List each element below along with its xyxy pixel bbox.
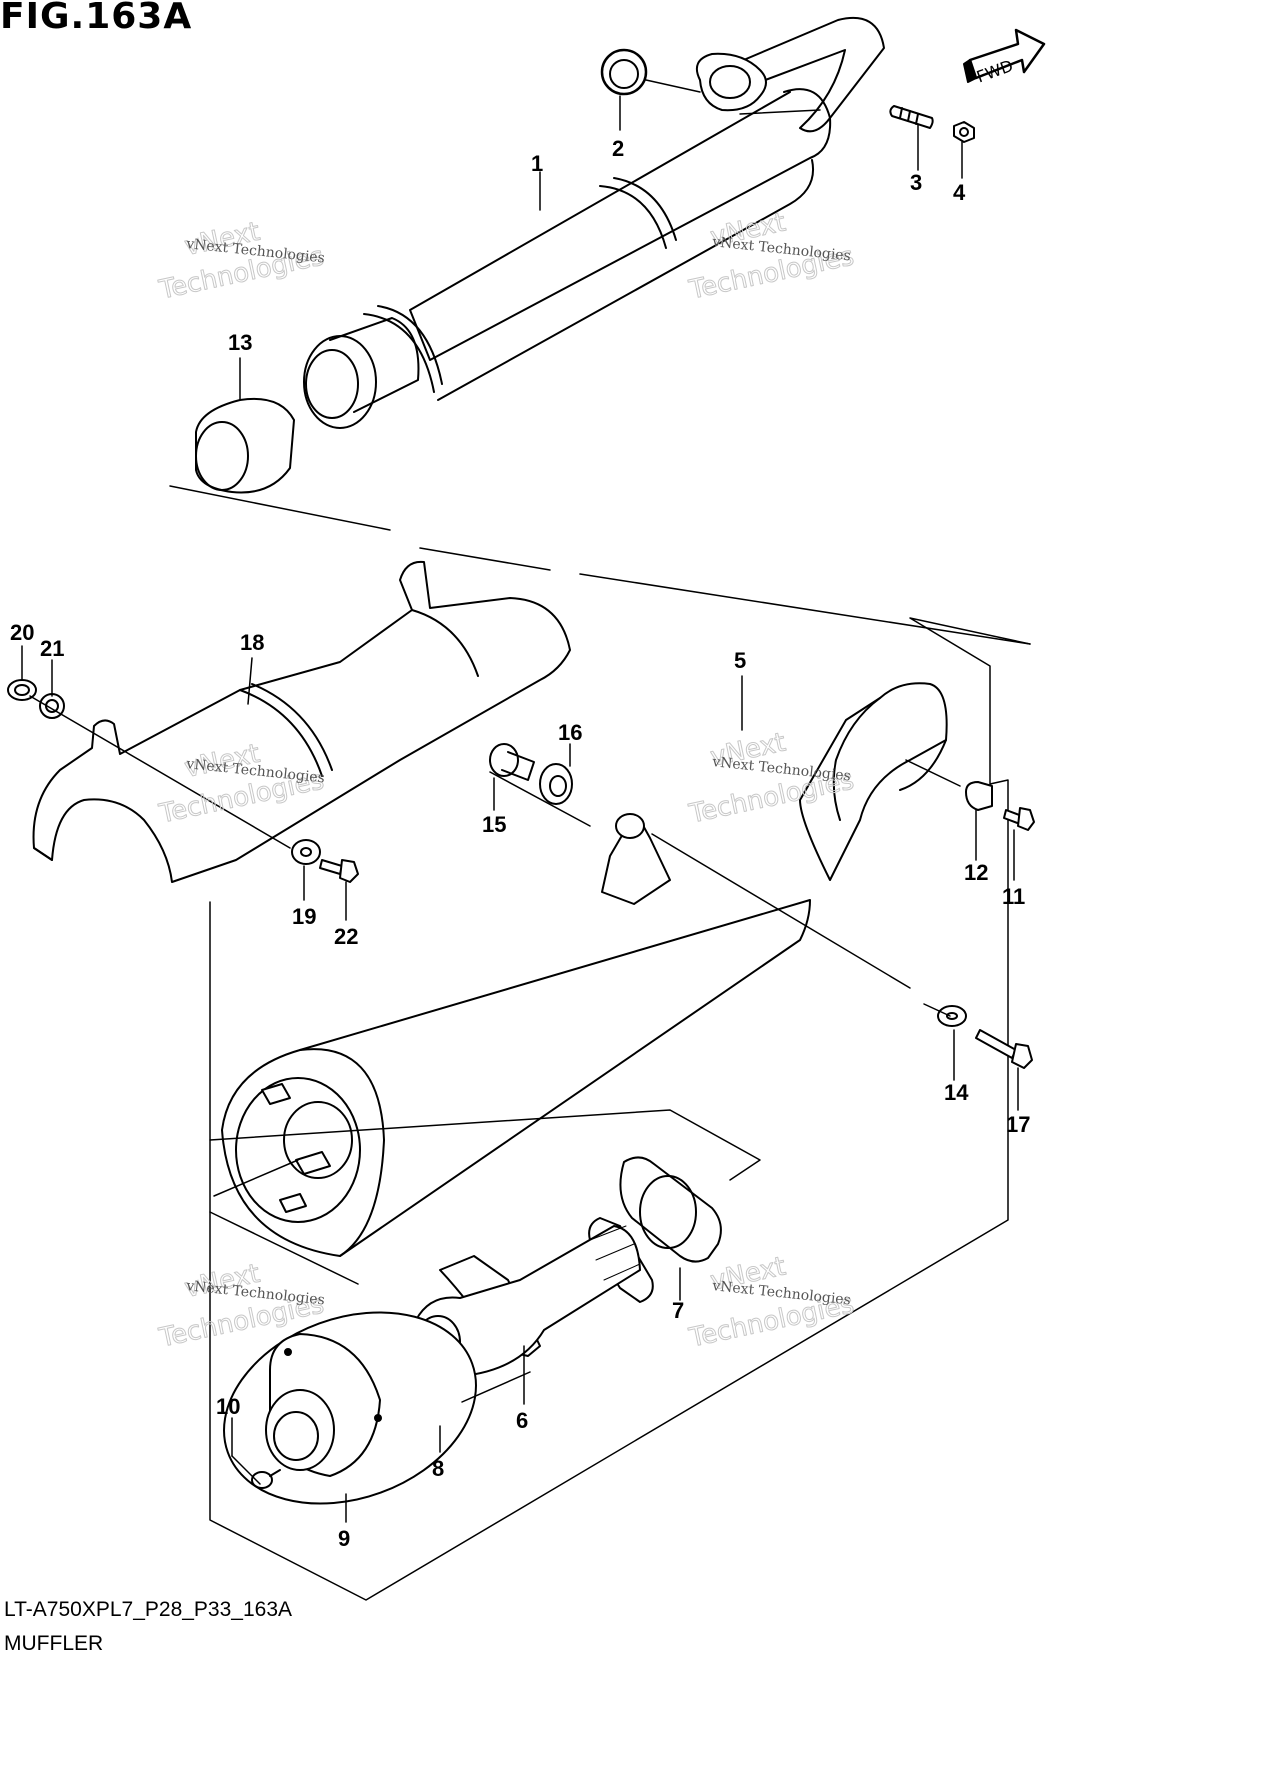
- assembly-lines: [29, 79, 1031, 1485]
- part-15-collar-bolt: [489, 743, 535, 781]
- part-10-screw: [251, 1469, 281, 1489]
- part-16-grommet: [539, 763, 573, 805]
- callout-6: 6: [516, 1408, 528, 1433]
- figure-title: FIG.163A: [0, 0, 193, 37]
- callout-12: 12: [964, 860, 988, 885]
- callout-5: 5: [734, 648, 746, 673]
- callout-10: 10: [216, 1394, 240, 1419]
- callout-4: 4: [953, 180, 966, 205]
- part-6-spark-arrester: [415, 1217, 654, 1377]
- callout-18: 18: [240, 630, 264, 655]
- callout-8: 8: [432, 1456, 444, 1481]
- part-4-nut: [953, 121, 975, 143]
- callout-15: 15: [482, 812, 506, 837]
- callout-1: 1: [531, 151, 543, 176]
- figure-name: MUFFLER: [4, 1632, 104, 1655]
- callout-21: 21: [40, 636, 64, 661]
- part-5-muffler: [209, 617, 1031, 1601]
- part-22-bolt: [319, 859, 359, 883]
- watermark-bottom-right: vNext Technologies vNext Technologies: [685, 1251, 857, 1354]
- watermark-top-left: vNext Technologies vNext Technologies: [155, 216, 327, 306]
- part-7-gasket: [619, 1156, 722, 1263]
- part-2-gasket: [600, 48, 648, 96]
- part-11-bolt: [1003, 807, 1035, 831]
- callout-leaders: [21, 95, 1019, 1523]
- watermark-top-right: vNext Technologies vNext Technologies: [685, 207, 857, 306]
- callout-7: 7: [672, 1298, 684, 1323]
- callout-22: 22: [334, 924, 358, 949]
- callout-14: 14: [944, 1080, 969, 1105]
- part-17-bolt: [975, 1029, 1033, 1069]
- callout-3: 3: [910, 170, 922, 195]
- callout-20: 20: [10, 620, 34, 645]
- part-14-washer: [937, 1005, 967, 1027]
- callout-17: 17: [1006, 1112, 1030, 1137]
- part-9-end-cap: [223, 1311, 477, 1505]
- callout-2: 2: [612, 136, 624, 161]
- callout-13: 13: [228, 330, 252, 355]
- part-19-washer: [291, 839, 321, 865]
- part-18-heat-shield: [32, 560, 571, 883]
- callout-11: 11: [1002, 884, 1025, 909]
- callout-16: 16: [558, 720, 582, 745]
- part-12-collar: [965, 781, 993, 811]
- part-3-stud-bolt: [889, 105, 934, 129]
- part-13-sleeve: [195, 397, 295, 494]
- fwd-arrow-icon: FWD: [963, 28, 1046, 87]
- figure-code: LT-A750XPL7_P28_P33_163A: [4, 1598, 293, 1621]
- callout-19: 19: [292, 904, 316, 929]
- part-1-exhaust-pipe: [303, 16, 885, 429]
- callout-9: 9: [338, 1526, 350, 1551]
